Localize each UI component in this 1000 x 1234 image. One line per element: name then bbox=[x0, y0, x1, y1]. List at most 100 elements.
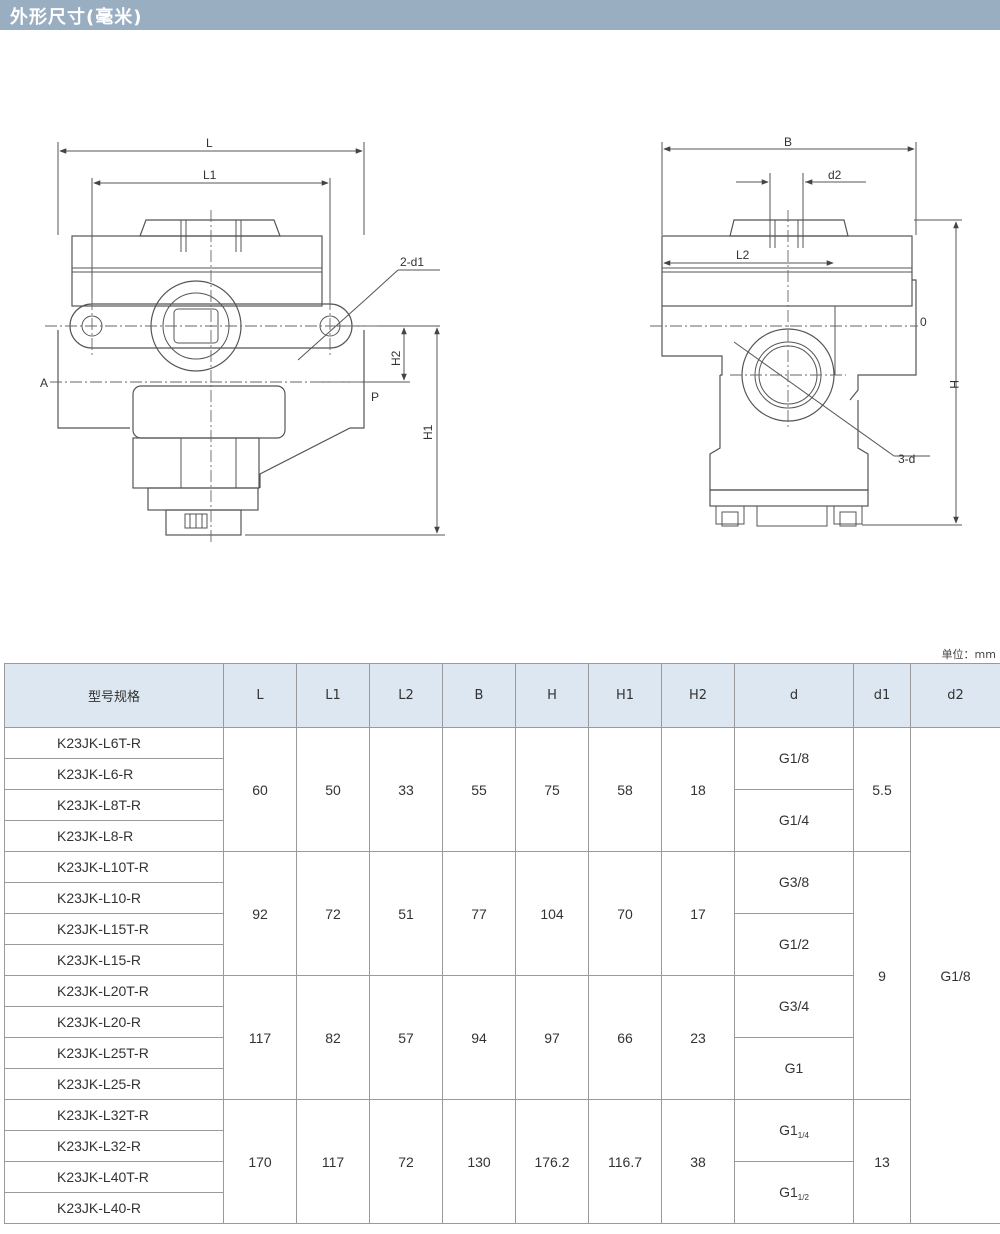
header-d: d bbox=[734, 663, 854, 728]
side-centerlines bbox=[650, 210, 918, 430]
label-d2: d2 bbox=[828, 168, 842, 182]
table-row: K23JK-L40-R bbox=[4, 1192, 1000, 1224]
table-row: K23JK-L15-R bbox=[4, 944, 1000, 976]
table-row: K23JK-L25T-R G1 bbox=[4, 1037, 1000, 1100]
cell-H: 97 bbox=[515, 975, 589, 1100]
model-cell: K23JK-L32-R bbox=[4, 1130, 224, 1162]
cell-d: G1 bbox=[734, 1037, 854, 1100]
table-row: K23JK-L40T-R G11/2 bbox=[4, 1161, 1000, 1224]
label-0: 0 bbox=[920, 315, 927, 329]
cell-L: 92 bbox=[223, 851, 297, 976]
table-row: K23JK-L32T-R 170 117 72 130 176.2 116.7 … bbox=[4, 1099, 1000, 1224]
label-A: A bbox=[40, 376, 48, 390]
label-P: P bbox=[371, 390, 379, 404]
cell-H: 75 bbox=[515, 727, 589, 852]
section-header: 外形尺寸(毫米) bbox=[0, 0, 1000, 30]
label-H: H bbox=[947, 380, 961, 389]
cell-H1: 70 bbox=[588, 851, 662, 976]
d-main: G1 bbox=[784, 1059, 804, 1076]
d-main: G3/8 bbox=[778, 873, 810, 890]
cell-H: 176.2 bbox=[515, 1099, 589, 1224]
cell-H1: 116.7 bbox=[588, 1099, 662, 1224]
cell-H2: 17 bbox=[661, 851, 735, 976]
table-row: K23JK-L15T-R G1/2 bbox=[4, 913, 1000, 976]
cell-L: 60 bbox=[223, 727, 297, 852]
label-L2: L2 bbox=[736, 248, 750, 262]
table-row: K23JK-L8T-R G1/4 bbox=[4, 789, 1000, 852]
table-row: K23JK-L20-R bbox=[4, 1006, 1000, 1038]
model-cell: K23JK-L20T-R bbox=[4, 975, 224, 1007]
table-row: K23JK-L6T-R 60 50 33 55 75 58 18 G1/8 5.… bbox=[4, 727, 1000, 1224]
cell-L1: 117 bbox=[296, 1099, 370, 1224]
label-H1: H1 bbox=[421, 424, 435, 440]
dimension-drawing: L L1 2-d1 H2 H1 A P bbox=[40, 135, 962, 545]
cell-L1: 82 bbox=[296, 975, 370, 1100]
header-L: L bbox=[223, 663, 297, 728]
cell-d: G1/4 bbox=[734, 789, 854, 852]
header-model: 型号规格 bbox=[4, 663, 224, 728]
model-cell: K23JK-L8T-R bbox=[4, 789, 224, 821]
model-cell: K23JK-L25T-R bbox=[4, 1037, 224, 1069]
model-cell: K23JK-L40-R bbox=[4, 1192, 224, 1224]
model-cell: K23JK-L6T-R bbox=[4, 727, 224, 759]
front-view bbox=[57, 142, 445, 536]
cell-d1: 5.5 bbox=[853, 727, 911, 852]
label-L: L bbox=[206, 136, 213, 150]
cell-d1: 9 bbox=[853, 851, 911, 1100]
header-L1: L1 bbox=[296, 663, 370, 728]
header-L2: L2 bbox=[369, 663, 443, 728]
cell-d1: 13 bbox=[853, 1099, 911, 1224]
cell-L2: 51 bbox=[369, 851, 443, 976]
cell-H2: 38 bbox=[661, 1099, 735, 1224]
section-title: 外形尺寸(毫米) bbox=[10, 7, 143, 28]
label-H2: H2 bbox=[389, 350, 403, 366]
table-row: K23JK-L6-R bbox=[4, 758, 1000, 790]
header-H: H bbox=[515, 663, 589, 728]
cell-B: 94 bbox=[442, 975, 516, 1100]
cell-L2: 72 bbox=[369, 1099, 443, 1224]
model-cell: K23JK-L20-R bbox=[4, 1006, 224, 1038]
label-3-d: 3-d bbox=[898, 452, 915, 466]
cell-L2: 57 bbox=[369, 975, 443, 1100]
header-H2: H2 bbox=[661, 663, 735, 728]
header-H1: H1 bbox=[588, 663, 662, 728]
d-main: G1/4 bbox=[778, 811, 810, 828]
cell-d: G11/2 bbox=[734, 1161, 854, 1224]
model-cell: K23JK-L6-R bbox=[4, 758, 224, 790]
cell-d: G1/8 bbox=[734, 727, 854, 790]
side-view bbox=[661, 142, 962, 527]
unit-note: 单位：mm bbox=[941, 648, 996, 661]
cell-d: G11/4 bbox=[734, 1099, 854, 1162]
cell-d2: G1/8 bbox=[910, 727, 1000, 1224]
front-centerlines bbox=[45, 210, 378, 545]
cell-H1: 66 bbox=[588, 975, 662, 1100]
model-cell: K23JK-L10-R bbox=[4, 882, 224, 914]
d-main: G1 bbox=[779, 1121, 798, 1138]
model-cell: K23JK-L15-R bbox=[4, 944, 224, 976]
label-L1: L1 bbox=[203, 168, 217, 182]
model-cell: K23JK-L25-R bbox=[4, 1068, 224, 1100]
d-sub: 1/2 bbox=[797, 1192, 809, 1202]
model-cell: K23JK-L10T-R bbox=[4, 851, 224, 883]
model-cell: K23JK-L15T-R bbox=[4, 913, 224, 945]
d-sub: 1/4 bbox=[797, 1130, 809, 1140]
table-header-row: 型号规格 L L1 L2 B H H1 H2 d d1 d2 bbox=[4, 663, 1000, 728]
cell-H2: 18 bbox=[661, 727, 735, 852]
header-d1: d1 bbox=[853, 663, 911, 728]
table-row: K23JK-L10-R bbox=[4, 882, 1000, 914]
cell-B: 55 bbox=[442, 727, 516, 852]
model-cell: K23JK-L40T-R bbox=[4, 1161, 224, 1193]
d-main: G1/2 bbox=[778, 935, 810, 952]
cell-d: G3/4 bbox=[734, 975, 854, 1038]
table-row: K23JK-L10T-R 92 72 51 77 104 70 17 G3/8 … bbox=[4, 851, 1000, 1100]
spec-table: 型号规格 L L1 L2 B H H1 H2 d d1 d2 K23JK-L6T… bbox=[4, 663, 1000, 1224]
label-2-d1: 2-d1 bbox=[400, 255, 424, 269]
cell-H2: 23 bbox=[661, 975, 735, 1100]
model-cell: K23JK-L8-R bbox=[4, 820, 224, 852]
cell-L1: 72 bbox=[296, 851, 370, 976]
cell-L: 117 bbox=[223, 975, 297, 1100]
cell-B: 130 bbox=[442, 1099, 516, 1224]
header-B: B bbox=[442, 663, 516, 728]
model-cell: K23JK-L32T-R bbox=[4, 1099, 224, 1131]
header-d2: d2 bbox=[910, 663, 1000, 728]
